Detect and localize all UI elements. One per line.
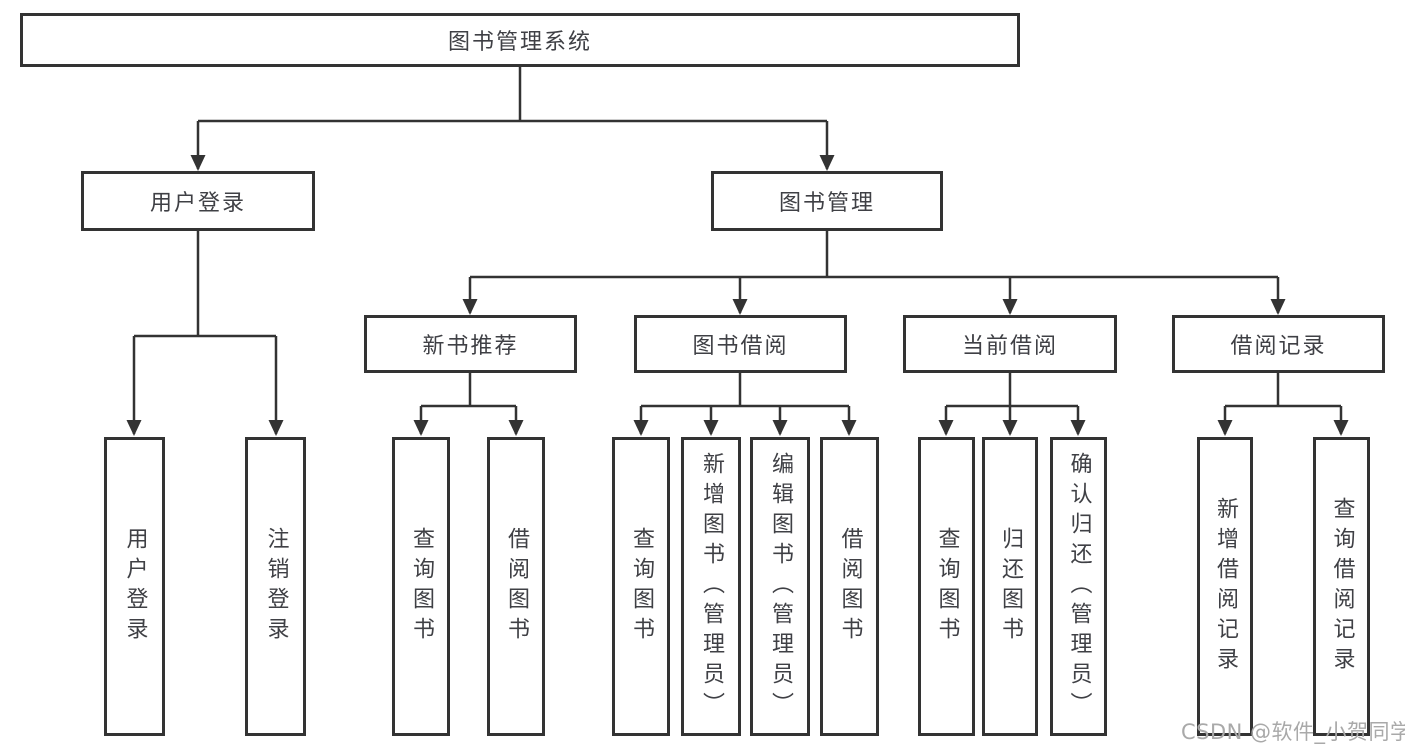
node-root-system: 图书管理系统: [20, 13, 1020, 67]
leaf-borrow-books-recommend: 借阅图书: [487, 437, 545, 736]
leaf-edit-books-admin: 编辑图书（管理员）: [750, 437, 810, 736]
leaf-query-books-current: 查询图书: [918, 437, 975, 736]
watermark: CSDN @软件_小贺同学: [1181, 720, 1405, 744]
leaf-logout: 注销登录: [245, 437, 306, 736]
leaf-return-books: 归还图书: [982, 437, 1038, 736]
leaf-add-books-admin: 新增图书（管理员）: [681, 437, 741, 736]
node-borrowing-records: 借阅记录: [1172, 315, 1385, 373]
node-book-management: 图书管理: [711, 171, 943, 231]
leaf-confirm-return-admin: 确认归还（管理员）: [1050, 437, 1107, 736]
leaf-user-login: 用户登录: [104, 437, 165, 736]
node-book-borrowing: 图书借阅: [634, 315, 847, 373]
leaf-borrow-books: 借阅图书: [820, 437, 879, 736]
node-current-borrowing: 当前借阅: [903, 315, 1117, 373]
leaf-query-borrow-record: 查询借阅记录: [1313, 437, 1370, 736]
node-user-login: 用户登录: [81, 171, 315, 231]
leaf-query-books-recommend: 查询图书: [392, 437, 450, 736]
node-new-book-recommend: 新书推荐: [364, 315, 577, 373]
leaf-add-borrow-record: 新增借阅记录: [1197, 437, 1253, 736]
leaf-query-books-borrowing: 查询图书: [612, 437, 670, 736]
